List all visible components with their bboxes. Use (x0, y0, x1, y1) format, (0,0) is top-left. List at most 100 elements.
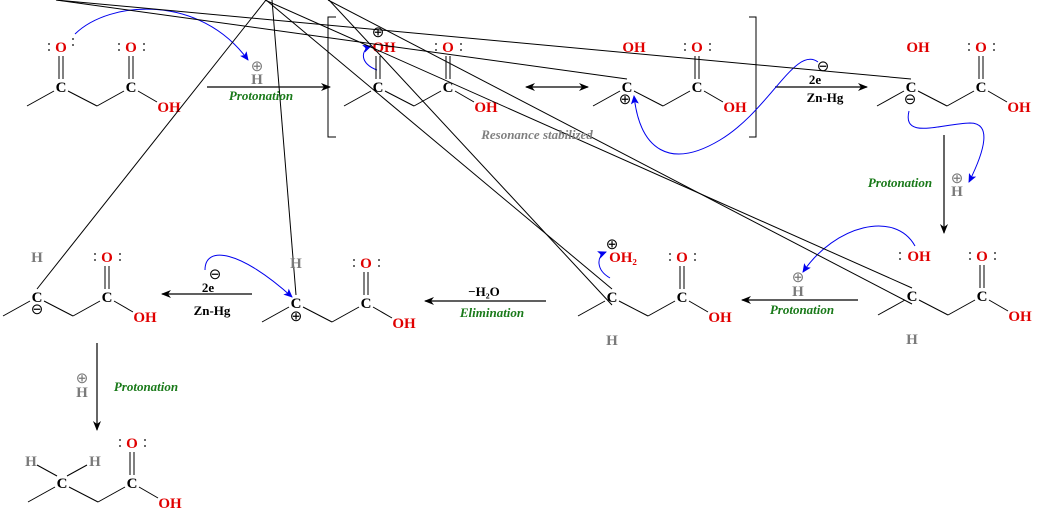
substituent-up: H (290, 256, 302, 272)
lone-pair-dot (435, 43, 437, 45)
resonance-bracket-left (327, 16, 336, 138)
carbonyl-oxygen: O (360, 256, 372, 272)
lone-pair-dot (119, 253, 121, 255)
bond (68, 486, 99, 503)
bond (703, 90, 724, 103)
lone-pair-dot (460, 43, 462, 45)
lone-pair-dot (143, 43, 145, 45)
bond (688, 300, 709, 313)
molecule-6: C C OH O OH₂ H ⊕ (265, 0, 732, 349)
lone-pair-dot (48, 43, 50, 45)
positive-charge-icon: ⊕ (372, 25, 385, 41)
hydroxyl-group: OH (158, 496, 182, 511)
bond (343, 90, 372, 107)
reagent-water-loss: −H₂O (468, 284, 500, 299)
hydroxyl-group: OH (1008, 309, 1032, 325)
bond (36, 464, 58, 477)
lone-pair-dot (709, 49, 711, 51)
lone-pair-dot (684, 49, 686, 51)
lone-pair-dot (119, 445, 121, 447)
positive-charge-icon: ⊕ (606, 237, 619, 253)
carbonyl-carbon-atom: C (102, 290, 113, 306)
resonance-label: Resonance stabilized (480, 127, 593, 142)
substituent-up: OH₂ (609, 250, 637, 266)
hydroxyl-group: OH (474, 100, 498, 116)
lone-pair-dot (969, 258, 971, 260)
carbonyl-oxygen: O (676, 250, 688, 266)
carbon-atom: C (56, 80, 67, 96)
bond (327, 0, 913, 305)
lone-pair-dot (969, 252, 971, 254)
bond (987, 90, 1008, 103)
step-label-elimination: Elimination (459, 305, 524, 320)
curved-arrow-4 (907, 110, 985, 183)
curved-arrow-1 (74, 8, 249, 61)
carbonyl-oxygen: O (976, 249, 988, 265)
carbonyl-carbon-atom: C (977, 289, 988, 305)
lone-pair-dot (353, 259, 355, 261)
carbonyl-oxygen: O (126, 436, 138, 452)
carbonyl-oxygen: O (101, 250, 113, 266)
bond (137, 90, 158, 103)
substituent-up: O (55, 40, 67, 56)
lone-pair-dot (994, 252, 996, 254)
bond (26, 90, 55, 107)
hydroxyl-group: OH (723, 100, 747, 116)
curved-arrow-6 (597, 251, 611, 279)
molecule-4: C C OH O OH ⊖ (55, 0, 1031, 116)
lone-pair-dot (993, 43, 995, 45)
bond (577, 300, 606, 317)
negative-charge-icon: ⊖ (817, 59, 830, 75)
bond (988, 299, 1009, 312)
hydroxyl-group: OH (392, 316, 416, 332)
curved-arrow-2 (362, 44, 378, 71)
lone-pair-dot (118, 49, 120, 51)
substituent-up: H (31, 250, 43, 266)
negative-charge-icon: ⊖ (31, 302, 44, 318)
curved-arrow-3 (630, 58, 819, 155)
carbon-atom: C (907, 289, 918, 305)
lone-pair-dot (378, 259, 380, 261)
bond (302, 306, 333, 323)
lone-pair-dot (694, 259, 696, 261)
reagent-zinc-amalgam: Zn-Hg (194, 303, 231, 318)
bond (96, 90, 125, 107)
lone-pair-dot (72, 38, 74, 40)
reagent-proton: H (792, 284, 804, 300)
carbon-atom: C (57, 476, 68, 492)
carbonyl-carbon-atom: C (443, 80, 454, 96)
bond (97, 486, 126, 503)
reagent-electrons: 2e (809, 72, 822, 87)
carbonyl-carbon-atom: C (361, 296, 372, 312)
substituent-up: OH (907, 249, 931, 265)
carbon-atom: C (906, 80, 917, 96)
negative-charge-icon: ⊖ (904, 92, 917, 108)
bond (328, 0, 613, 306)
reagent-proton: H (76, 385, 88, 401)
lone-pair-dot (72, 44, 74, 46)
bond (66, 464, 88, 477)
negative-charge-icon: ⊖ (209, 267, 222, 283)
positive-charge-icon: ⊕ (251, 59, 264, 75)
bond (372, 306, 393, 319)
carbonyl-carbon-atom: C (126, 80, 137, 96)
positive-charge-icon: ⊕ (792, 270, 805, 286)
bond (877, 299, 906, 316)
carbon-atom: C (32, 290, 43, 306)
bond (36, 0, 267, 290)
lone-pair-dot (144, 445, 146, 447)
reagent-proton: H (951, 184, 963, 200)
lone-pair-dot (94, 253, 96, 255)
lone-pair-dot (118, 43, 120, 45)
lone-pair-dot (460, 49, 462, 51)
carbonyl-oxygen: O (691, 40, 703, 56)
lone-pair-dot (709, 43, 711, 45)
step-label-protonation: Protonation (868, 175, 932, 190)
lone-pair-dot (684, 43, 686, 45)
carbonyl-oxygen: O (442, 40, 454, 56)
lone-pair-dot (435, 49, 437, 51)
